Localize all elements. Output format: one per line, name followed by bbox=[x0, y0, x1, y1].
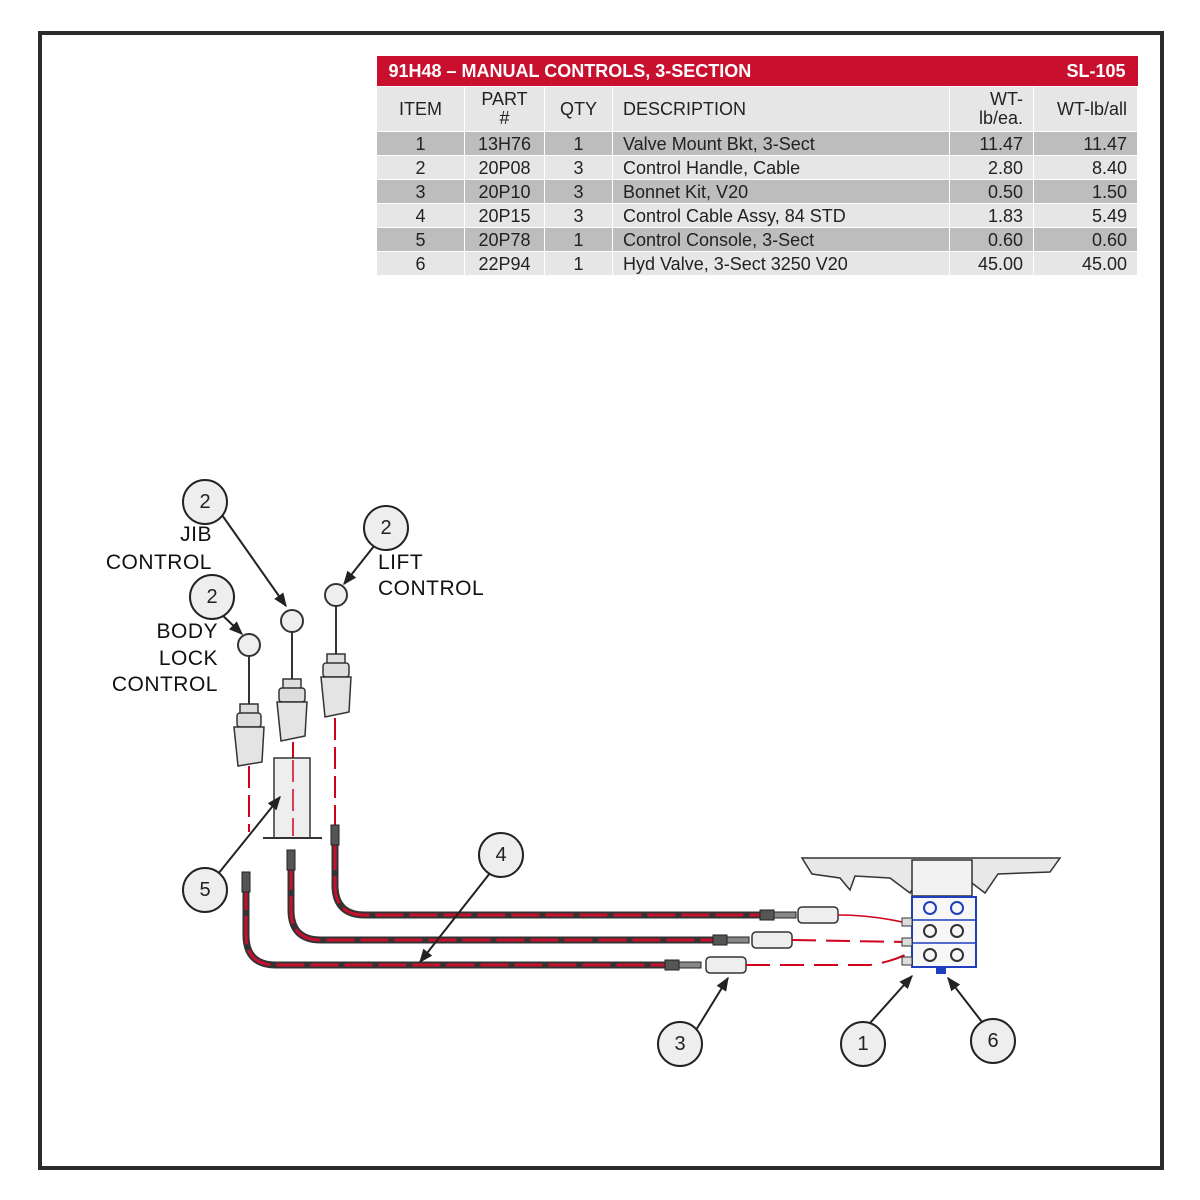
table-title-row: 91H48 – MANUAL CONTROLS, 3-SECTION SL-10… bbox=[376, 56, 1138, 87]
label-line: CONTROL bbox=[378, 577, 484, 600]
table-title: 91H48 – MANUAL CONTROLS, 3-SECTION bbox=[376, 56, 950, 87]
callout-number: 3 bbox=[674, 1033, 685, 1055]
cell-description: Control Console, 3-Sect bbox=[611, 227, 951, 252]
bonnet-kits bbox=[705, 906, 906, 974]
label-lift-control: LIFT CONTROL bbox=[378, 551, 484, 600]
table-header-row: ITEM PART# QTY DESCRIPTION WT-lb/ea. WT-… bbox=[376, 86, 1139, 132]
sheet-number: SL-105 bbox=[949, 56, 1138, 87]
callout-handle-jib: 2 bbox=[182, 479, 228, 525]
header-qty: QTY bbox=[544, 86, 613, 132]
table-row: 2 20P08 3 Control Handle, Cable 2.80 8.4… bbox=[376, 155, 1139, 180]
label-line: LOCK bbox=[159, 647, 218, 670]
header-part-line2: # bbox=[499, 108, 510, 128]
cell-wt-each: 0.60 bbox=[949, 227, 1035, 252]
header-wt-each-line2: lb/ea. bbox=[979, 108, 1024, 128]
cell-part: 13H76 bbox=[464, 131, 545, 156]
cell-item: 2 bbox=[376, 155, 465, 180]
header-part: PART# bbox=[464, 86, 545, 132]
cell-item: 5 bbox=[376, 227, 465, 252]
control-cables bbox=[242, 842, 765, 969]
label-line: LIFT bbox=[378, 551, 423, 574]
callout-valve: 6 bbox=[970, 1018, 1016, 1064]
label-line: BODY bbox=[156, 620, 218, 643]
cell-part: 20P15 bbox=[464, 203, 545, 228]
callout-number: 5 bbox=[199, 879, 210, 901]
cell-wt-each: 1.83 bbox=[949, 203, 1035, 228]
cell-wt-all: 11.47 bbox=[1033, 131, 1139, 156]
table-row: 6 22P94 1 Hyd Valve, 3-Sect 3250 V20 45.… bbox=[376, 251, 1139, 276]
header-description: DESCRIPTION bbox=[611, 86, 951, 132]
cell-wt-all: 1.50 bbox=[1033, 179, 1139, 204]
label-line: CONTROL bbox=[106, 551, 212, 574]
parts-list-table: 91H48 – MANUAL CONTROLS, 3-SECTION SL-10… bbox=[376, 56, 1139, 276]
cell-wt-each: 11.47 bbox=[949, 131, 1035, 156]
cell-description: Control Handle, Cable bbox=[611, 155, 951, 180]
cell-description: Hyd Valve, 3-Sect 3250 V20 bbox=[611, 251, 951, 276]
cell-qty: 1 bbox=[544, 227, 613, 252]
callout-console: 5 bbox=[182, 867, 228, 913]
callout-number: 6 bbox=[987, 1030, 998, 1052]
callout-cable: 4 bbox=[478, 832, 524, 878]
label-jib-control: JIB CONTROL bbox=[106, 523, 212, 574]
cell-part: 20P78 bbox=[464, 227, 545, 252]
callout-number: 1 bbox=[857, 1033, 868, 1055]
cell-wt-each: 2.80 bbox=[949, 155, 1035, 180]
control-handle-lift bbox=[320, 583, 352, 830]
table-row: 5 20P78 1 Control Console, 3-Sect 0.60 0… bbox=[376, 227, 1139, 252]
control-handle-jib bbox=[276, 609, 308, 760]
header-item: ITEM bbox=[376, 86, 465, 132]
valve-mount-bracket bbox=[800, 857, 1062, 897]
cell-part: 22P94 bbox=[464, 251, 545, 276]
callout-handle-lift: 2 bbox=[363, 505, 409, 551]
callout-bonnet: 3 bbox=[657, 1021, 703, 1067]
header-part-line1: PART bbox=[481, 89, 528, 109]
cell-wt-all: 8.40 bbox=[1033, 155, 1139, 180]
callout-bracket: 1 bbox=[840, 1021, 886, 1067]
callout-number: 4 bbox=[495, 844, 506, 866]
callout-handle-body-lock: 2 bbox=[189, 574, 235, 620]
control-console bbox=[263, 757, 322, 839]
cell-description: Control Cable Assy, 84 STD bbox=[611, 203, 951, 228]
callout-number: 2 bbox=[199, 491, 210, 513]
header-wt-all: WT-lb/all bbox=[1033, 86, 1139, 132]
cell-qty: 1 bbox=[544, 251, 613, 276]
label-line: JIB bbox=[180, 523, 212, 546]
cell-wt-each: 0.50 bbox=[949, 179, 1035, 204]
cell-qty: 1 bbox=[544, 131, 613, 156]
drawing-border bbox=[38, 31, 1164, 1170]
cell-item: 6 bbox=[376, 251, 465, 276]
cell-part: 20P10 bbox=[464, 179, 545, 204]
cell-item: 3 bbox=[376, 179, 465, 204]
label-body-lock-control: BODY LOCK CONTROL bbox=[112, 620, 218, 696]
cell-wt-all: 5.49 bbox=[1033, 203, 1139, 228]
label-line: CONTROL bbox=[112, 673, 218, 696]
callout-number: 2 bbox=[380, 517, 391, 539]
cell-part: 20P08 bbox=[464, 155, 545, 180]
cell-wt-each: 45.00 bbox=[949, 251, 1035, 276]
cable-end-fittings bbox=[241, 824, 797, 971]
header-wt-each-line1: WT- bbox=[990, 89, 1024, 109]
control-handle-body-lock bbox=[233, 633, 265, 832]
cell-qty: 3 bbox=[544, 203, 613, 228]
cell-wt-all: 45.00 bbox=[1033, 251, 1139, 276]
hydraulic-valve bbox=[901, 896, 977, 974]
callout-number: 2 bbox=[206, 586, 217, 608]
